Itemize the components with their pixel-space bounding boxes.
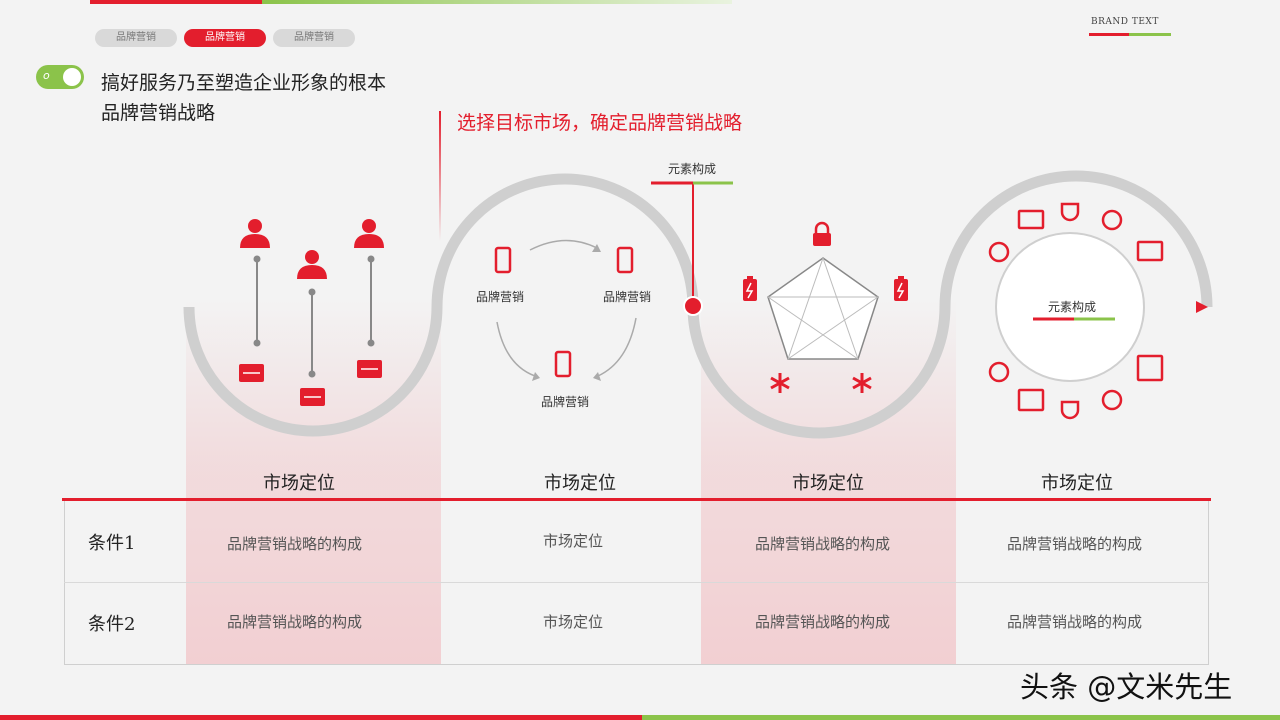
tab-2-active[interactable]: 品牌营销 bbox=[184, 29, 266, 47]
axis-arrow bbox=[1196, 301, 1208, 313]
battery-icon bbox=[743, 276, 908, 301]
subtitle: 选择目标市场，确定品牌营销战略 bbox=[457, 112, 743, 134]
person-icon bbox=[240, 219, 384, 279]
column-header-4: 市场定位 bbox=[1041, 473, 1113, 494]
table-cell: 品牌营销战略的构成 bbox=[1007, 535, 1143, 553]
card-icon bbox=[239, 360, 382, 406]
table-cell: 品牌营销战略的构成 bbox=[227, 535, 363, 553]
pin-dot bbox=[683, 296, 703, 316]
watermark: 头条 @文米先生 bbox=[1020, 670, 1233, 704]
tab-1[interactable]: 品牌营销 bbox=[95, 29, 177, 47]
phone-label-1: 品牌营销 bbox=[476, 290, 525, 304]
cycle-arrows bbox=[496, 239, 637, 377]
circle-label: 元素构成 bbox=[1048, 300, 1097, 314]
phone-label-2: 品牌营销 bbox=[603, 290, 652, 304]
bottom-accent-green bbox=[642, 715, 1280, 720]
toggle-switch[interactable]: o bbox=[36, 65, 84, 89]
table-top-line bbox=[62, 498, 1211, 501]
asterisk-icon bbox=[770, 373, 872, 393]
connector-lines bbox=[256, 259, 372, 374]
pentagon-icon bbox=[767, 257, 879, 360]
row-label-1: 条件1 bbox=[88, 533, 136, 554]
ring-icons bbox=[988, 202, 1164, 420]
title-line-2: 品牌营销战略 bbox=[101, 102, 216, 124]
phone-label-3: 品牌营销 bbox=[541, 395, 590, 409]
table-cell: 品牌营销战略的构成 bbox=[755, 613, 891, 631]
bottom-accent-red bbox=[0, 715, 642, 720]
row-separator bbox=[64, 582, 1209, 583]
brand-text: BRAND TEXT bbox=[1091, 17, 1159, 27]
top-accent-green bbox=[262, 0, 732, 4]
brand-underline-red bbox=[1089, 33, 1129, 36]
tab-3[interactable]: 品牌营销 bbox=[273, 29, 355, 47]
brand-underline-green bbox=[1129, 33, 1171, 36]
column-header-3: 市场定位 bbox=[792, 473, 864, 494]
toggle-icon: o bbox=[43, 69, 50, 82]
table-cell: 市场定位 bbox=[543, 613, 604, 631]
column-header-1: 市场定位 bbox=[263, 473, 335, 494]
column-band-3 bbox=[701, 300, 956, 665]
pin-label: 元素构成 bbox=[668, 162, 717, 176]
table-cell: 品牌营销战略的构成 bbox=[1007, 613, 1143, 631]
column-header-2: 市场定位 bbox=[544, 473, 616, 494]
phone-icon bbox=[494, 246, 634, 378]
row-label-2: 条件2 bbox=[88, 614, 136, 635]
top-accent-red bbox=[90, 0, 262, 4]
center-circle bbox=[995, 232, 1145, 382]
table-cell: 品牌营销战略的构成 bbox=[755, 535, 891, 553]
toggle-knob bbox=[63, 68, 81, 86]
title-line-1: 搞好服务乃至塑造企业形象的根本 bbox=[101, 72, 387, 94]
column-band-1 bbox=[186, 300, 441, 665]
lock-icon bbox=[813, 221, 831, 246]
subtitle-vertical-line bbox=[439, 111, 441, 241]
table-cell: 市场定位 bbox=[543, 532, 604, 550]
table-cell: 品牌营销战略的构成 bbox=[227, 613, 363, 631]
